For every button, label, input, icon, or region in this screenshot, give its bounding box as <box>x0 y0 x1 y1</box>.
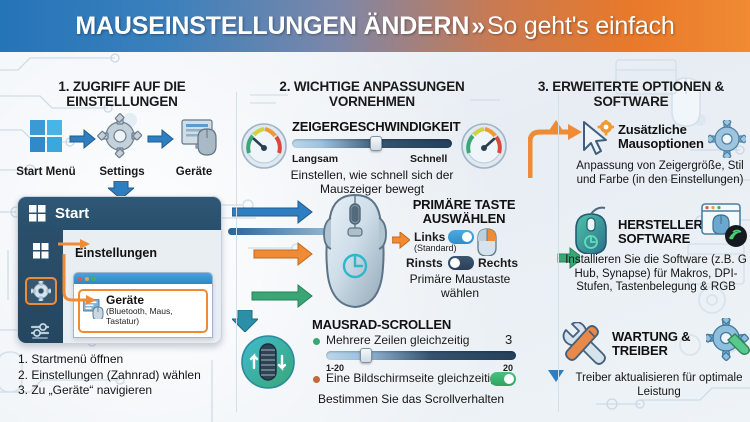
header-banner: MAUSEINSTELLUNGEN ÄNDERN»So geht's einfa… <box>0 0 750 52</box>
software-window-icon <box>701 203 747 247</box>
option-left-label: Links <box>414 230 446 244</box>
connector-orange-hook <box>528 124 582 178</box>
step-item-1: 2. Einstellungen (Zahnrad) wählen <box>18 367 201 382</box>
scroll-wheel-icon <box>241 335 295 389</box>
scroll-range-min: 1-20 <box>326 363 345 373</box>
windows-logo-icon <box>29 205 46 222</box>
scroll-page-toggle[interactable] <box>490 372 516 386</box>
devices-title: Geräte <box>106 293 145 307</box>
settings-panel[interactable]: Start <box>17 196 222 344</box>
mouse-inbound-arrows <box>232 199 313 308</box>
advanced-item-0-title: Zusätzliche Mausoptionen <box>618 122 704 151</box>
divider-1 <box>236 92 237 412</box>
page-title: MAUSEINSTELLUNGEN ÄNDERN»So geht's einfa… <box>75 12 674 41</box>
column-connectors <box>548 120 580 382</box>
icon-step-label-0: Start Menü <box>16 166 76 178</box>
cursor-gear-icon <box>583 120 614 155</box>
pointer-speed-slider-knob[interactable] <box>370 136 382 151</box>
gear-icon <box>97 113 143 159</box>
gaming-mouse-icon <box>575 206 607 254</box>
column-1-steps: 1. Startmenü öffnen 2. Einstellungen (Za… <box>18 352 243 399</box>
primary-button-description: Primäre Maustaste wählen <box>409 272 511 300</box>
windows-logo-icon <box>32 242 48 259</box>
scroll-option-page-bullet <box>313 376 320 383</box>
rail-windows-button[interactable] <box>25 237 57 264</box>
start-panel-header: Start <box>18 197 221 230</box>
column-1-icon-row <box>30 113 217 159</box>
option-right-label: Rechts <box>478 256 519 270</box>
advanced-item-1-title: HERSTELLER-SOFTWARE <box>618 217 707 246</box>
einstellungen-label: Einstellungen <box>75 246 157 260</box>
column-1-title: 1. ZUGRIFF AUF DIE EINSTELLUNGEN <box>58 79 186 109</box>
scroll-option-page-label: Eine Bildschirmseite gleichzeitig <box>326 371 497 385</box>
title-light: So geht's einfach <box>486 11 675 40</box>
arrow-down-icon-scroll <box>232 310 258 332</box>
devices-row[interactable]: Geräte (Bluetooth, Maus, Tastatur) <box>78 289 208 333</box>
column-3-title: 3. ERWEITERTE OPTIONEN & SOFTWARE <box>537 79 725 109</box>
mouse-primary-icon <box>477 228 497 256</box>
primary-button-title: PRIMÄRE TASTE AUSWÄHLEN <box>412 197 516 226</box>
arrow-right-icon-2 <box>147 128 174 150</box>
advanced-item-0-description: Anpassung von Zeigergröße, Stil und Farb… <box>576 160 744 186</box>
monitor-mouse-icon <box>181 119 217 156</box>
scroll-lines-slider[interactable] <box>326 351 516 360</box>
scroll-option-lines-label: Mehrere Zeilen gleichzeitig <box>326 333 470 347</box>
pointer-speed-max-label: Schnell <box>410 153 448 165</box>
devices-window[interactable]: Geräte (Bluetooth, Maus, Tastatur) <box>73 272 213 338</box>
icon-step-label-2: Geräte <box>175 166 213 178</box>
scroll-lines-slider-knob[interactable] <box>360 348 372 363</box>
close-icon <box>78 276 82 281</box>
scroll-title: MAUSRAD-SCROLLEN <box>312 317 452 332</box>
devices-subtitle: (Bluetooth, Maus, Tastatur) <box>106 306 173 326</box>
pointer-speed-title: ZEIGERGESCHWINDIGKEIT <box>292 119 461 134</box>
option-left-sub: (Standard) <box>414 243 457 253</box>
pointer-speed-description: Einstellen, wie schnell sich der Mauszei… <box>290 168 454 196</box>
monitor-mouse-icon <box>83 299 104 319</box>
gaming-mouse-illustration <box>323 193 387 309</box>
icon-step-label-1: Settings <box>99 166 145 178</box>
wrench-screwdriver-icon <box>562 322 606 365</box>
column-1-connectors <box>58 239 96 305</box>
gear-icon-advanced <box>708 120 746 158</box>
maximize-icon <box>92 276 96 281</box>
advanced-item-2-title: WARTUNG & TREIBER <box>612 329 691 358</box>
advanced-item-2-description: Treiber aktualisieren für optimale Leist… <box>575 372 743 398</box>
primary-left-toggle[interactable] <box>448 230 474 244</box>
title-strong: MAUSEINSTELLUNGEN ÄNDERN <box>75 11 470 40</box>
pointer-speed-min-label: Langsam <box>292 153 339 165</box>
arrow-down-icon <box>108 181 134 199</box>
option-right-prefix: Rinsts <box>406 256 443 270</box>
arrow-right-icon-1 <box>69 128 96 150</box>
step-item-2: 3. Zu „Geräte“ navigieren <box>18 383 153 397</box>
arrow-right-icon-primary <box>392 232 410 250</box>
gear-icon <box>30 281 51 301</box>
speed-gauge-icon-right <box>461 123 507 169</box>
scroll-value: 3 <box>505 332 513 347</box>
speed-gauge-icon-left <box>241 123 287 169</box>
column-2-title: 2. WICHTIGE ANPASSUNGEN VORNEHMEN <box>279 79 465 109</box>
windows-logo-icon <box>30 120 62 152</box>
rail-tools-button[interactable] <box>25 318 57 343</box>
minimize-icon <box>85 276 89 281</box>
gear-wrench-icon <box>706 318 750 361</box>
title-separator: » <box>471 11 485 40</box>
primary-right-toggle[interactable] <box>448 256 474 270</box>
settings-rail <box>18 230 63 343</box>
start-label: Start <box>55 205 90 222</box>
advanced-item-1-description: Installieren Sie die Software (z.B. G Hu… <box>565 254 747 293</box>
rail-gear-button[interactable] <box>24 277 57 305</box>
scroll-description: Bestimmen Sie das Scrollverhalten <box>317 392 505 406</box>
scroll-option-lines-bullet <box>313 338 320 345</box>
scroll-range-max: 20 <box>503 363 514 373</box>
tools-icon <box>30 323 49 340</box>
window-titlebar <box>74 273 212 284</box>
divider-2 <box>558 92 559 412</box>
step-item-0: 1. Startmenü öffnen <box>18 352 124 366</box>
